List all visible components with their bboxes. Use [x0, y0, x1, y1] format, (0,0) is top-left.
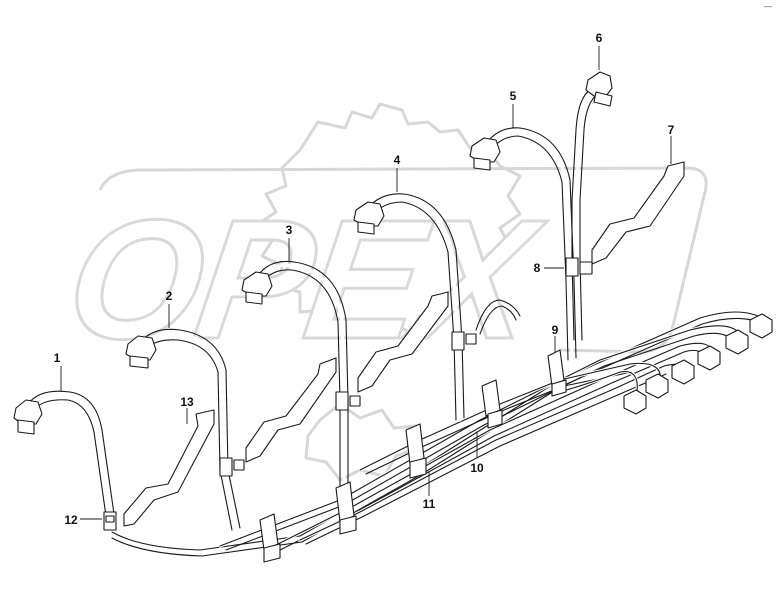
bracket-left-2 — [245, 357, 337, 463]
clamp-8 — [565, 257, 593, 277]
clamp-9 — [547, 349, 567, 397]
clamp-11 — [405, 423, 427, 479]
injector-nut-6 — [585, 71, 613, 107]
callout-5: 5 — [510, 89, 517, 103]
clamp-12 — [103, 511, 117, 531]
leader-lines — [60, 46, 672, 520]
callout-13: 13 — [180, 395, 194, 409]
injector-nut-4 — [353, 201, 385, 235]
clamp-10 — [481, 379, 503, 429]
clamp-lower-2 — [259, 513, 281, 563]
watermark-gear-lower — [304, 402, 420, 482]
bracket-3 — [357, 291, 449, 393]
callout-7: 7 — [668, 123, 675, 137]
callout-1: 1 — [54, 351, 61, 365]
callout-8: 8 — [534, 261, 541, 275]
watermark-logo: OPEX — [56, 102, 708, 482]
callout-12: 12 — [64, 513, 78, 527]
callout-3: 3 — [286, 223, 293, 237]
bracket-13 — [123, 409, 215, 527]
clamp-4 — [451, 331, 477, 351]
leak-off-line — [475, 299, 521, 331]
pipe-1 — [27, 390, 117, 532]
callout-4: 4 — [394, 153, 401, 167]
watermark-gear — [256, 102, 522, 336]
callout-11: 11 — [423, 497, 436, 511]
corner-mark: — — [764, 2, 772, 11]
pipe-6 — [571, 89, 599, 342]
injector-nut-2 — [125, 335, 157, 369]
injector-nut-1 — [13, 399, 43, 435]
callout-labels: 1 2 3 4 5 6 7 8 9 10 11 12 13 — [54, 31, 675, 527]
injector-nut-5 — [469, 137, 501, 171]
bracket-7 — [591, 161, 685, 265]
callout-9: 9 — [552, 323, 559, 337]
callout-10: 10 — [470, 461, 484, 475]
callout-6: 6 — [596, 31, 603, 45]
clamp-3 — [335, 391, 361, 411]
callout-2: 2 — [166, 289, 173, 303]
pump-nuts — [623, 313, 773, 415]
clamp-2 — [219, 457, 245, 477]
injector-nut-3 — [241, 271, 273, 305]
clamp-lower-1 — [335, 481, 357, 535]
